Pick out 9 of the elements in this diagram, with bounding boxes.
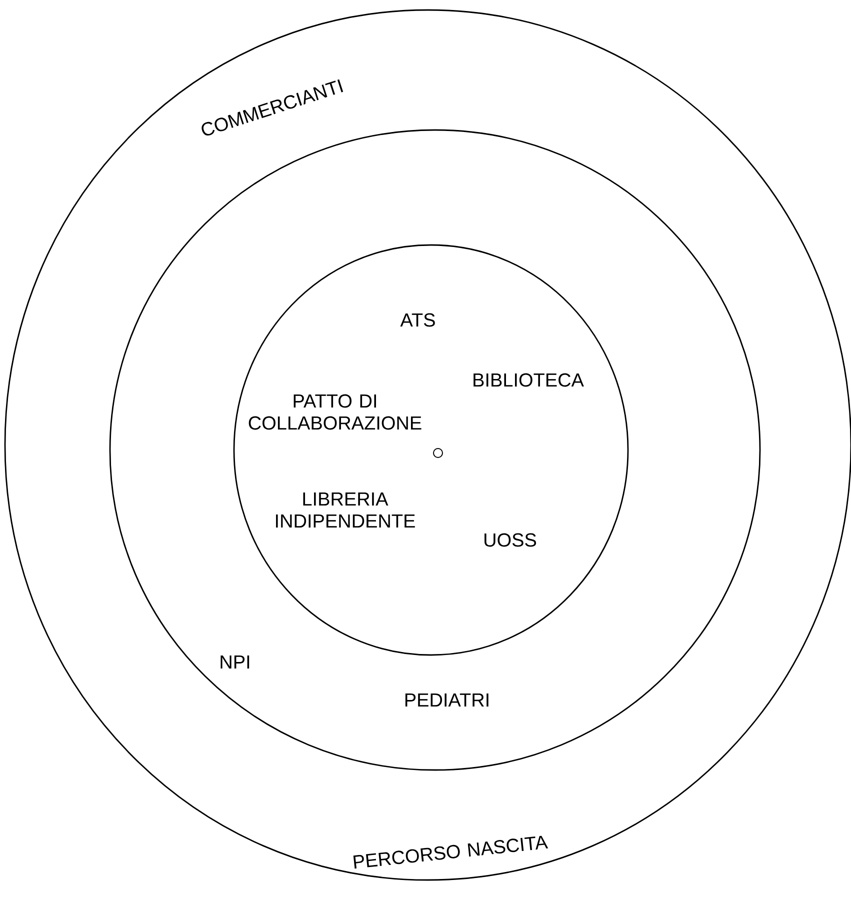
ring-label: BIBLIOTECA	[474, 373, 584, 387]
ring-label: UOSS	[484, 533, 536, 547]
ring-label: PERCORSO NASCITA	[353, 836, 548, 869]
ring-label: PATTO DI COLLABORAZIONE	[248, 394, 422, 430]
ring-label: LIBRERIA INDIPENDENTE	[276, 492, 415, 528]
ring-label: ATS	[400, 313, 435, 327]
center-dot	[433, 448, 443, 458]
ring-label: NPI	[220, 655, 250, 669]
ring-label: PEDIATRI	[405, 693, 488, 707]
